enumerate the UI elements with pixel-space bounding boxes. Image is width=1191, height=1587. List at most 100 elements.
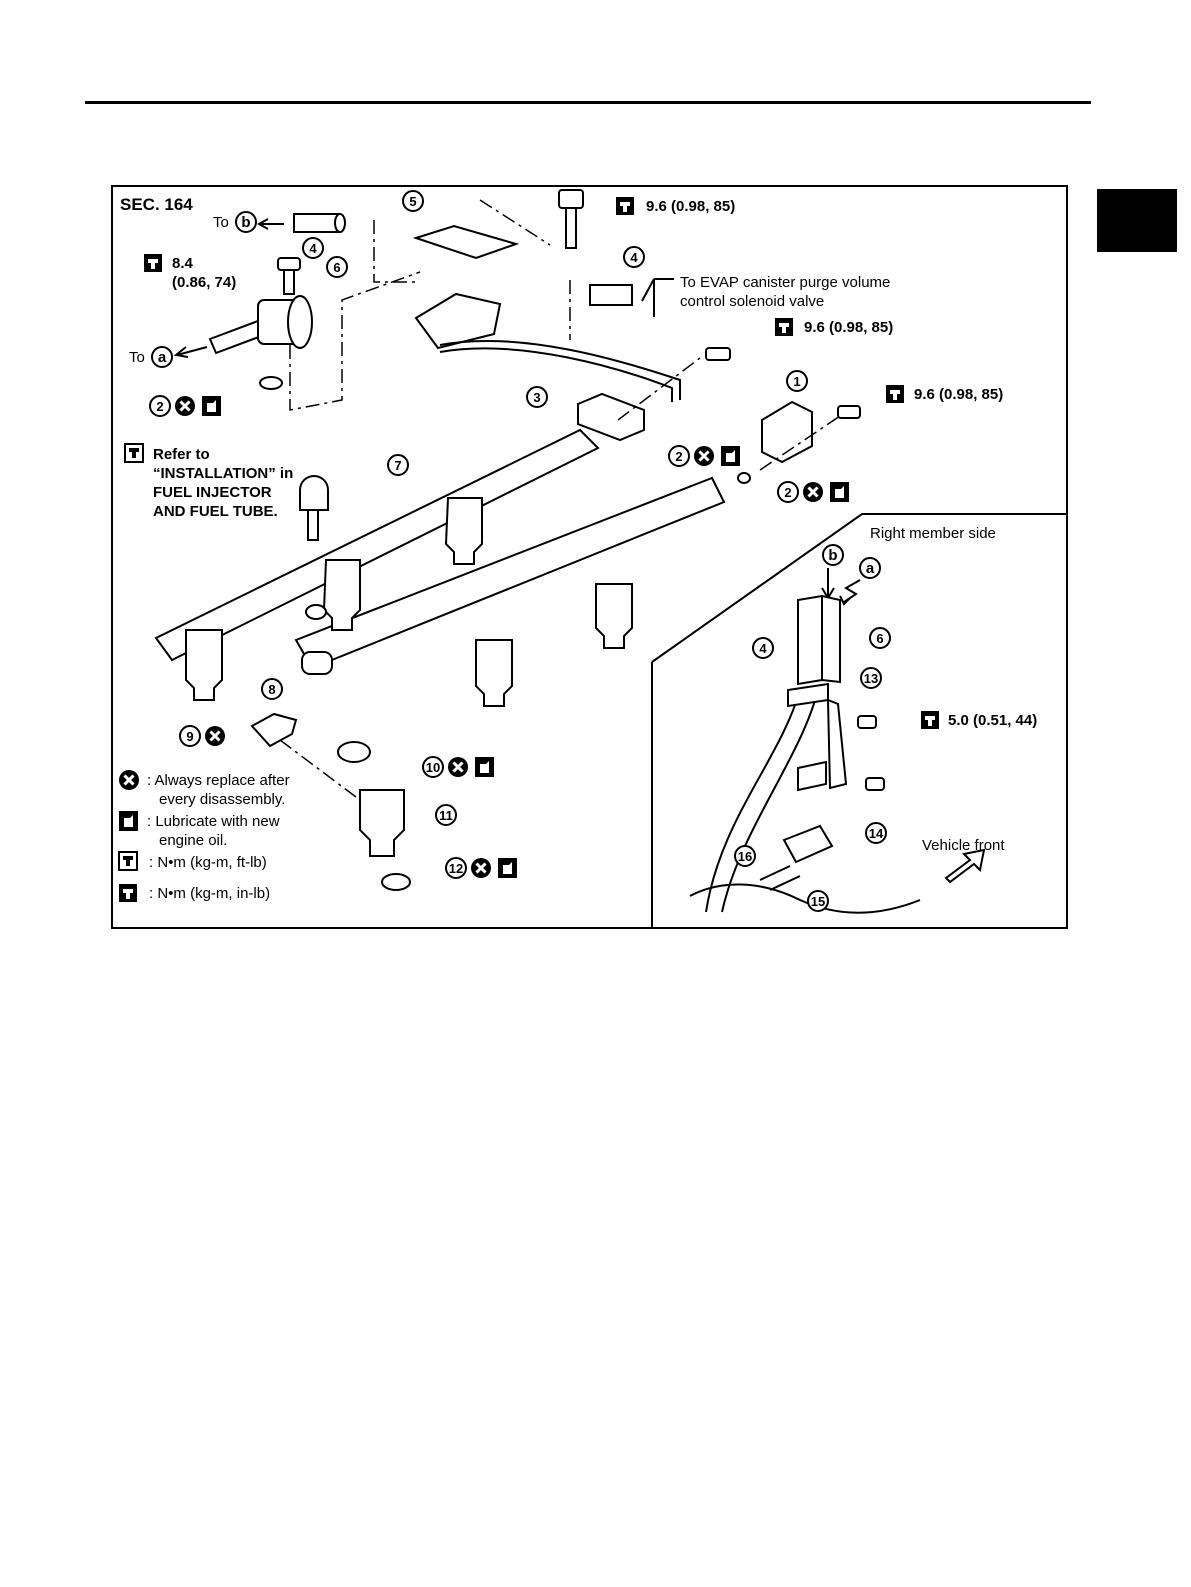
harness-16 [759,865,801,891]
legend-text: : N•m (kg-m, in-lb) [149,885,270,902]
refer-note: Refer to [153,446,210,463]
svg-text:5: 5 [409,194,416,209]
fuel-rail-7 [154,428,600,662]
refer-note: “INSTALLATION” in [153,465,293,482]
bolt [857,715,877,729]
svg-text:2: 2 [156,399,163,414]
svg-text:10: 10 [426,760,440,775]
header-rule [85,101,1091,104]
vehicle-front-label: Vehicle front [922,837,1005,854]
ref-a: a [866,560,875,577]
part-callout-11: 11 [435,804,457,826]
svg-text:4: 4 [759,641,767,656]
torque-inlb-icon [144,254,162,272]
svg-text:3: 3 [533,390,540,405]
to-b-arrow [256,218,284,230]
part-callout-7: 7 [387,454,409,476]
bolt [705,347,731,361]
svg-text:4: 4 [630,250,638,265]
part-callout-4-top: 4 [302,237,324,259]
svg-text:8: 8 [268,682,275,697]
torque-ftlb-icon [124,443,144,463]
svg-text:11: 11 [439,808,453,823]
part-callout-4-inset: 4 [752,637,774,659]
connector-15 [782,824,834,864]
svg-text:13: 13 [864,671,878,686]
dashed-guide [479,199,551,246]
svg-text:9: 9 [186,729,193,744]
bolt [283,267,295,295]
dashed-guide [759,415,841,471]
lubricate-icon [498,858,517,878]
torque-value: 5.0 (0.51, 44) [948,712,1037,729]
inset-arrow-b [821,568,835,600]
dashed-guide [289,271,421,411]
torque-value: (0.86, 74) [172,274,236,291]
hose-4-inset [797,594,823,686]
to-a-label: To [129,349,145,366]
svg-text:2: 2 [675,449,682,464]
replace-icon [173,394,197,418]
tube-flange [577,392,645,442]
part-callout-12: 12 [445,856,517,880]
bolt-head [277,257,301,271]
torque-inlb-icon [119,884,137,902]
part-callout-4-evap: 4 [623,246,645,268]
fuel-damper-1 [761,400,813,464]
torque-inlb-icon [616,197,634,215]
spacer-8 [301,651,333,675]
part-callout-6: 6 [326,256,348,278]
torque-inlb-icon [921,711,939,729]
evap-label: To EVAP canister purge volume [680,274,890,291]
svg-text:2: 2 [784,485,791,500]
torque-ftlb-icon [118,851,138,871]
svg-text:6: 6 [876,631,883,646]
o-ring [737,472,751,484]
section-label: SEC. 164 [120,195,193,214]
part-callout-1: 1 [786,370,808,392]
refer-note: FUEL INJECTOR [153,484,272,501]
torque-inlb-icon [775,318,793,336]
svg-text:7: 7 [394,458,401,473]
dashed-guide [373,220,420,283]
injector-11 [359,789,405,857]
part-callout-14: 14 [865,822,887,844]
lubricate-icon [202,396,221,416]
part-callout-2-right: 2 [777,480,849,504]
torque-value: 9.6 (0.98, 85) [914,386,1003,403]
part-callout-2-left: 2 [149,394,221,418]
legend-text: : Lubricate with new [147,813,280,830]
connector-13 [797,760,827,792]
clamp [787,682,829,708]
legend-text: engine oil. [159,832,227,849]
svg-text:14: 14 [869,826,884,841]
inset-border [651,513,1066,663]
vehicle-front-arrow-icon [944,848,986,884]
to-b-label: To [213,214,229,231]
ref-b: b [828,547,837,564]
injector [185,629,223,701]
dashed-guide [617,357,701,421]
injector [595,583,633,649]
lubricate-icon [830,482,849,502]
fuel-tube-3 [439,339,681,400]
lubricate-icon [721,446,740,466]
replace-icon [469,856,493,880]
evap-label: control solenoid valve [680,293,824,310]
part-callout-16: 16 [734,845,756,867]
o-ring-10 [337,741,371,763]
replace-icon [801,480,825,504]
hose-6-inset [821,594,841,684]
injector [475,639,513,707]
lubricate-icon [119,811,138,831]
inset-arrow-a [839,579,861,606]
torque-value: 8.4 [172,255,194,272]
part-callout-5: 5 [402,190,424,212]
replace-icon [692,444,716,468]
fuel-line [721,689,819,913]
bracket-14 [826,698,848,790]
o-ring [259,376,283,390]
to-a-arrow [173,346,208,358]
hose-4 [293,213,341,233]
